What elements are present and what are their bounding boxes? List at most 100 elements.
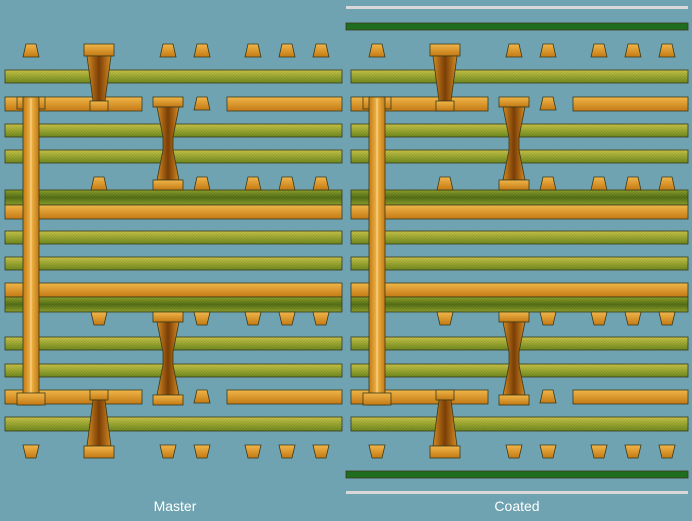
top-pad (312, 43, 330, 58)
buried-via-upper-barrel (502, 106, 526, 181)
solder-mask-top (345, 22, 689, 31)
inner-pad-bottom (436, 311, 454, 326)
plated-through-hole-bottom-pad (16, 392, 46, 406)
layer-9-texture (351, 297, 688, 312)
layer-12-isolated-pad (193, 389, 211, 404)
top-pad (505, 43, 523, 58)
buried-via-upper-barrel (156, 106, 180, 181)
top-pad (244, 43, 262, 58)
buried-via-lower-top-pad (152, 311, 184, 323)
buried-via-lower-barrel (502, 321, 526, 396)
layer-7-texture (5, 257, 342, 270)
inner-pad-bottom (90, 311, 108, 326)
bottom-pad (312, 444, 330, 459)
top-pad (658, 43, 676, 58)
microvia-top-barrel (86, 55, 112, 102)
inner-pad-bottom (312, 311, 330, 326)
microvia-top-top-pad (429, 43, 461, 57)
buried-via-upper (152, 96, 184, 191)
layer-4-texture (5, 190, 342, 205)
layer-13-texture (351, 417, 688, 431)
bottom-pad (590, 444, 608, 459)
layer-6-texture (351, 231, 688, 244)
layer-7-texture (351, 257, 688, 270)
inner-pad-top (278, 176, 296, 191)
plated-through-hole (16, 96, 46, 406)
layer-1-isolated-pad (193, 96, 211, 111)
silver-layer-top (346, 6, 688, 9)
inner-pad-top (312, 176, 330, 191)
bottom-pad (624, 444, 642, 459)
microvia-bottom-barrel (432, 399, 458, 447)
inner-pad-top (193, 176, 211, 191)
buried-via-upper-bottom-pad (498, 179, 530, 191)
inner-pad-top (244, 176, 262, 191)
buried-via-lower-bottom-pad (498, 394, 530, 406)
buried-via-upper (498, 96, 530, 191)
top-pad (278, 43, 296, 58)
top-pad (624, 43, 642, 58)
layer-1-b (572, 96, 689, 112)
layer-13-texture (5, 417, 342, 431)
silver-layer-bottom (346, 491, 688, 494)
inner-pad-top (539, 176, 557, 191)
microvia-bottom-bottom-pad (83, 445, 115, 459)
inner-pad-bottom (278, 311, 296, 326)
bottom-pad (22, 444, 40, 459)
layer-1-isolated-pad (539, 96, 557, 111)
bottom-pad (193, 444, 211, 459)
layer-8 (350, 282, 689, 298)
bottom-pad (368, 444, 386, 459)
microvia-bottom-bottom-pad (429, 445, 461, 459)
top-pad (22, 43, 40, 58)
buried-via-lower-barrel (156, 321, 180, 396)
inner-pad-bottom (244, 311, 262, 326)
buried-via-lower-top-pad (498, 311, 530, 323)
inner-pad-bottom (658, 311, 676, 326)
top-pad (368, 43, 386, 58)
bottom-pad (539, 444, 557, 459)
microvia-top (429, 43, 461, 112)
layer-12-isolated-pad (539, 389, 557, 404)
panel-0 (4, 43, 343, 459)
microvia-bottom (429, 389, 461, 459)
buried-via-upper-top-pad (498, 96, 530, 108)
buried-via-upper-bottom-pad (152, 179, 184, 191)
inner-pad-top (590, 176, 608, 191)
buried-via-lower (152, 311, 184, 406)
layer-12-b (572, 389, 689, 405)
panel-label-coated: Coated (494, 498, 540, 514)
microvia-bottom-barrel (86, 399, 112, 447)
inner-pad-bottom (624, 311, 642, 326)
plated-through-hole (362, 96, 392, 406)
panel-label-master: Master (153, 498, 197, 514)
top-pad (159, 43, 177, 58)
bottom-pad (505, 444, 523, 459)
microvia-top-top-pad (83, 43, 115, 57)
layer-0-texture (5, 70, 342, 83)
top-pad (193, 43, 211, 58)
microvia-bottom (83, 389, 115, 459)
layer-8 (4, 282, 343, 298)
top-pad (590, 43, 608, 58)
layer-5 (4, 204, 343, 220)
inner-pad-bottom (193, 311, 211, 326)
panel-1 (345, 6, 689, 494)
layer-5 (350, 204, 689, 220)
layer-0-texture (351, 70, 688, 83)
solder-mask-bottom (345, 470, 689, 479)
inner-pad-bottom (590, 311, 608, 326)
buried-via-lower (498, 311, 530, 406)
inner-pad-top (90, 176, 108, 191)
layer-1-b (226, 96, 343, 112)
microvia-top-barrel (432, 55, 458, 102)
bottom-pad (244, 444, 262, 459)
microvia-top-target-pad (89, 100, 109, 112)
microvia-bottom-target-pad (89, 389, 109, 401)
layer-4-texture (351, 190, 688, 205)
top-pad (539, 43, 557, 58)
bottom-pad (159, 444, 177, 459)
bottom-pad (658, 444, 676, 459)
inner-pad-bottom (539, 311, 557, 326)
